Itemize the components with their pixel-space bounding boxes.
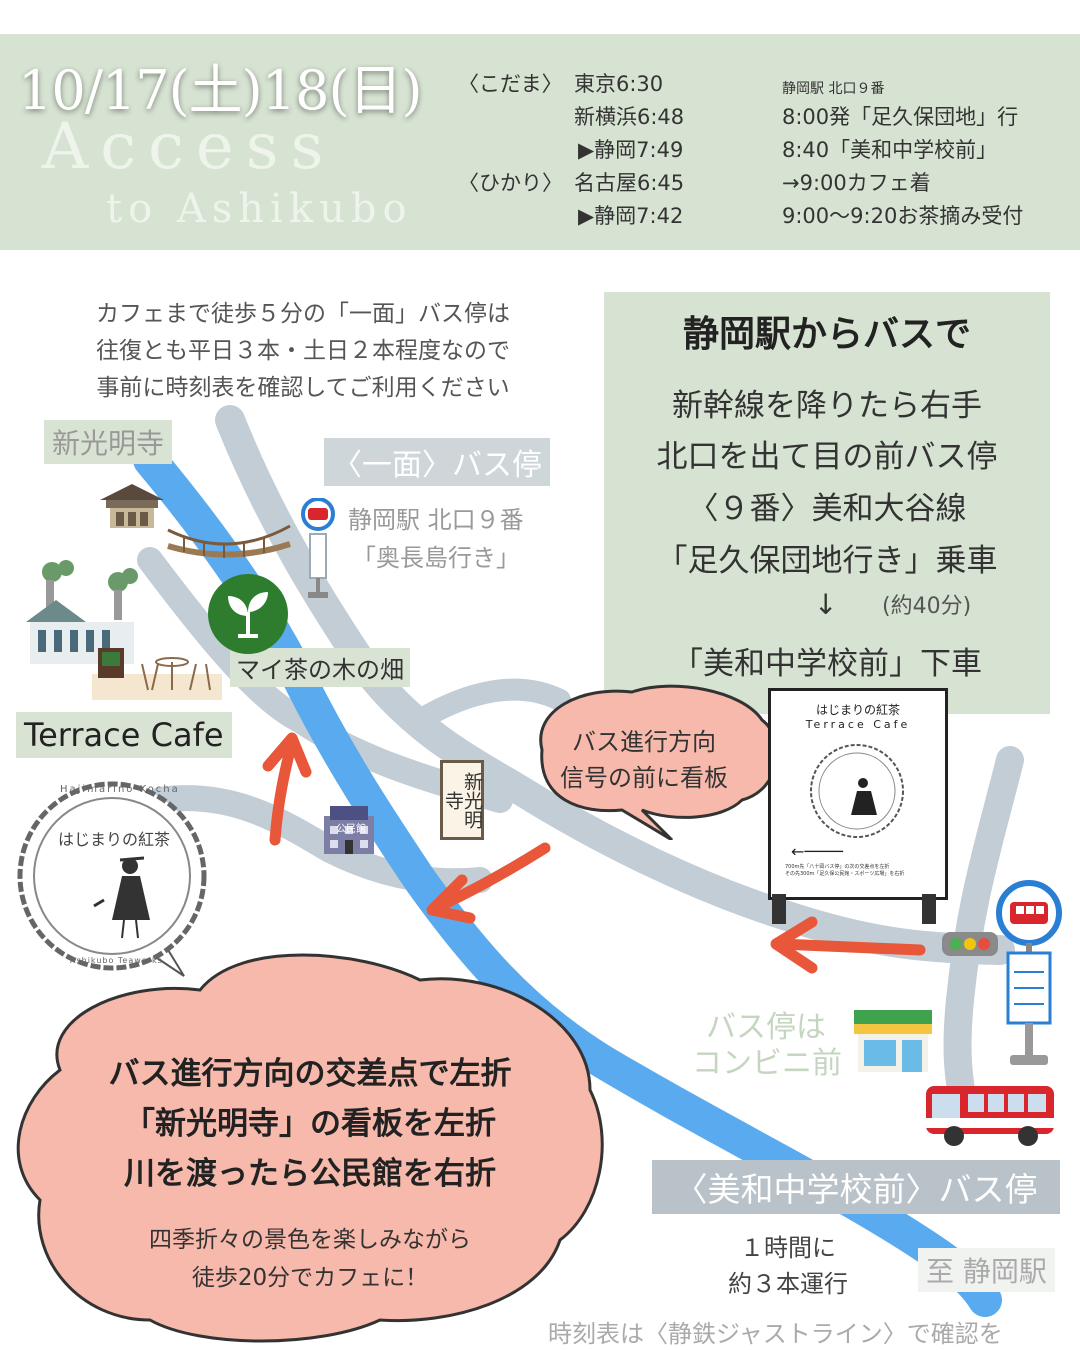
directions-sub-2: 徒歩20分でカフェに！ [191, 1265, 429, 1291]
page-subtitle: to Ashikubo [106, 186, 413, 232]
logo-bottom-text: Ashikubo Teaworks [70, 956, 163, 965]
to-station-label: 至 静岡駅 [918, 1248, 1055, 1292]
signboard-leg-left [772, 894, 786, 924]
bus-time-3: →9:00カフェ着 [782, 171, 931, 195]
ichimen-notice: カフェまで徒歩５分の「一面」バス停は 往復とも平日３本・土日２本程度なので 事前… [58, 296, 548, 407]
hikari-time-1: 名古屋6:45 [574, 171, 685, 195]
konbini-line-2: コンビニ前 [692, 1046, 842, 1081]
panel-heading: 静岡駅からバスで [682, 314, 971, 355]
arrow-to-cafe [269, 736, 298, 846]
bus-icon [926, 1086, 1054, 1146]
panel-line-2: 北口を出て目の前バス停 [656, 439, 998, 475]
bus-time-2: 8:40「美和中学校前」 [782, 138, 998, 162]
panel-arrow: ↓ [814, 588, 838, 621]
panel-duration: (約40分) [882, 594, 972, 619]
miwa-stop-label: 〈美和中学校前〉バス停 [652, 1160, 1060, 1214]
notice-line-3: 事前に時刻表を確認してご利用ください [96, 375, 510, 401]
signboard-note-1: 700m先「八十岡バス停」の次の交差点を左折 [785, 864, 890, 870]
bus-instructions-panel [604, 292, 1050, 714]
signboard-sub: Terrace Cafe [805, 718, 911, 731]
tea-leaf-icon [208, 574, 288, 654]
konbini-line-1: バス停は [706, 1010, 826, 1045]
hikari-label: 〈ひかり〉 [458, 171, 563, 195]
convenience-store-icon [854, 1010, 932, 1072]
bus-stop-sign-icon [996, 880, 1062, 1065]
directions-line-1: バス進行方向の交差点で左折 [108, 1056, 512, 1092]
directions-bubble [16, 953, 604, 1343]
kodama-time-1: 東京6:30 [574, 72, 664, 96]
panel-line-1: 新幹線を降りたら右手 [672, 388, 982, 424]
community-hall-icon [324, 806, 374, 854]
traffic-light-icon [942, 932, 998, 956]
terrace-cafe-label: Terrace Cafe [16, 712, 232, 758]
factory-icon [26, 560, 138, 664]
directions-sub-1: 四季折々の景色を楽しみながら [149, 1227, 471, 1253]
ichimen-info-1: 静岡駅 北口９番 [348, 506, 524, 534]
notice-line-1: カフェまで徒歩５分の「一面」バス停は [96, 301, 510, 327]
bridge-icon [167, 524, 291, 558]
signboard-arrow: ←──── [791, 842, 843, 861]
logo-center-text: はじまりの紅茶 [58, 830, 171, 849]
logo-top-text: Hajimarino Kocha [60, 784, 180, 795]
panel-line-5: 「美和中学校前」下車 [672, 646, 982, 682]
temple-icon [100, 484, 164, 528]
signboard-note-2: その先300m「足久保公民館・スポーツ広場」を右折 [785, 871, 905, 877]
bubble-small-line-2: 信号の前に看板 [560, 764, 728, 792]
signboard-title: はじまりの紅茶 [815, 703, 900, 717]
kodama-label: 〈こだま〉 [458, 72, 563, 96]
temple-signpost: 新光明寺 [440, 760, 484, 840]
arrow-from-stop [774, 938, 926, 956]
temple-label: 新光明寺 [44, 420, 173, 464]
tea-field-label: マイ茶の木の畑 [230, 648, 410, 687]
kodama-time-2: 新横浜6:48 [574, 105, 685, 129]
frequency-line-2: 約３本運行 [728, 1270, 848, 1298]
hikari-time-2: ▶静岡7:42 [578, 204, 684, 228]
signboard-logo [810, 744, 904, 838]
frequency-line-1: １時間に [740, 1234, 836, 1262]
header-banner [0, 34, 1080, 250]
signboard-leg-right [922, 894, 936, 924]
directions-line-3: 川を渡ったら公民館を右折 [124, 1156, 496, 1192]
bubble-small-line-1: バス進行方向 [572, 728, 716, 756]
panel-line-4: 「足久保団地行き」乗車 [656, 543, 998, 579]
terrace-icon [92, 648, 222, 700]
kodama-time-3: ▶静岡7:49 [578, 138, 684, 162]
notice-line-2: 往復とも平日３本・土日２本程度なので [96, 338, 510, 364]
panel-line-3: 〈９番〉美和大谷線 [687, 491, 967, 527]
directions-line-2: 「新光明寺」の看板を左折 [124, 1106, 496, 1142]
timetable-note: 時刻表は〈静鉄ジャストライン〉で確認を [548, 1320, 1003, 1348]
signboard-icon: はじまりの紅茶 Terrace Cafe ←──── 700m先「八十岡バス停」… [768, 688, 948, 900]
event-date: 10/17(土)18(日) [18, 59, 423, 122]
bus-stop-name: 静岡駅 北口９番 [782, 81, 885, 97]
logo-emblem [17, 781, 207, 977]
ichimen-stop-label: 〈一面〉バス停 [324, 438, 550, 486]
route-arrows [262, 732, 926, 974]
arrow-to-bridge [430, 842, 551, 914]
community-hall-label: 公民館 [336, 824, 366, 835]
bus-stop-icon [301, 498, 335, 598]
bus-time-4: 9:00〜9:20お茶摘み受付 [782, 204, 1024, 228]
ichimen-info-2: 「奥長島行き」 [352, 544, 520, 572]
bus-time-1: 8:00発「足久保団地」行 [782, 105, 1019, 129]
page-title: Access [42, 110, 336, 184]
